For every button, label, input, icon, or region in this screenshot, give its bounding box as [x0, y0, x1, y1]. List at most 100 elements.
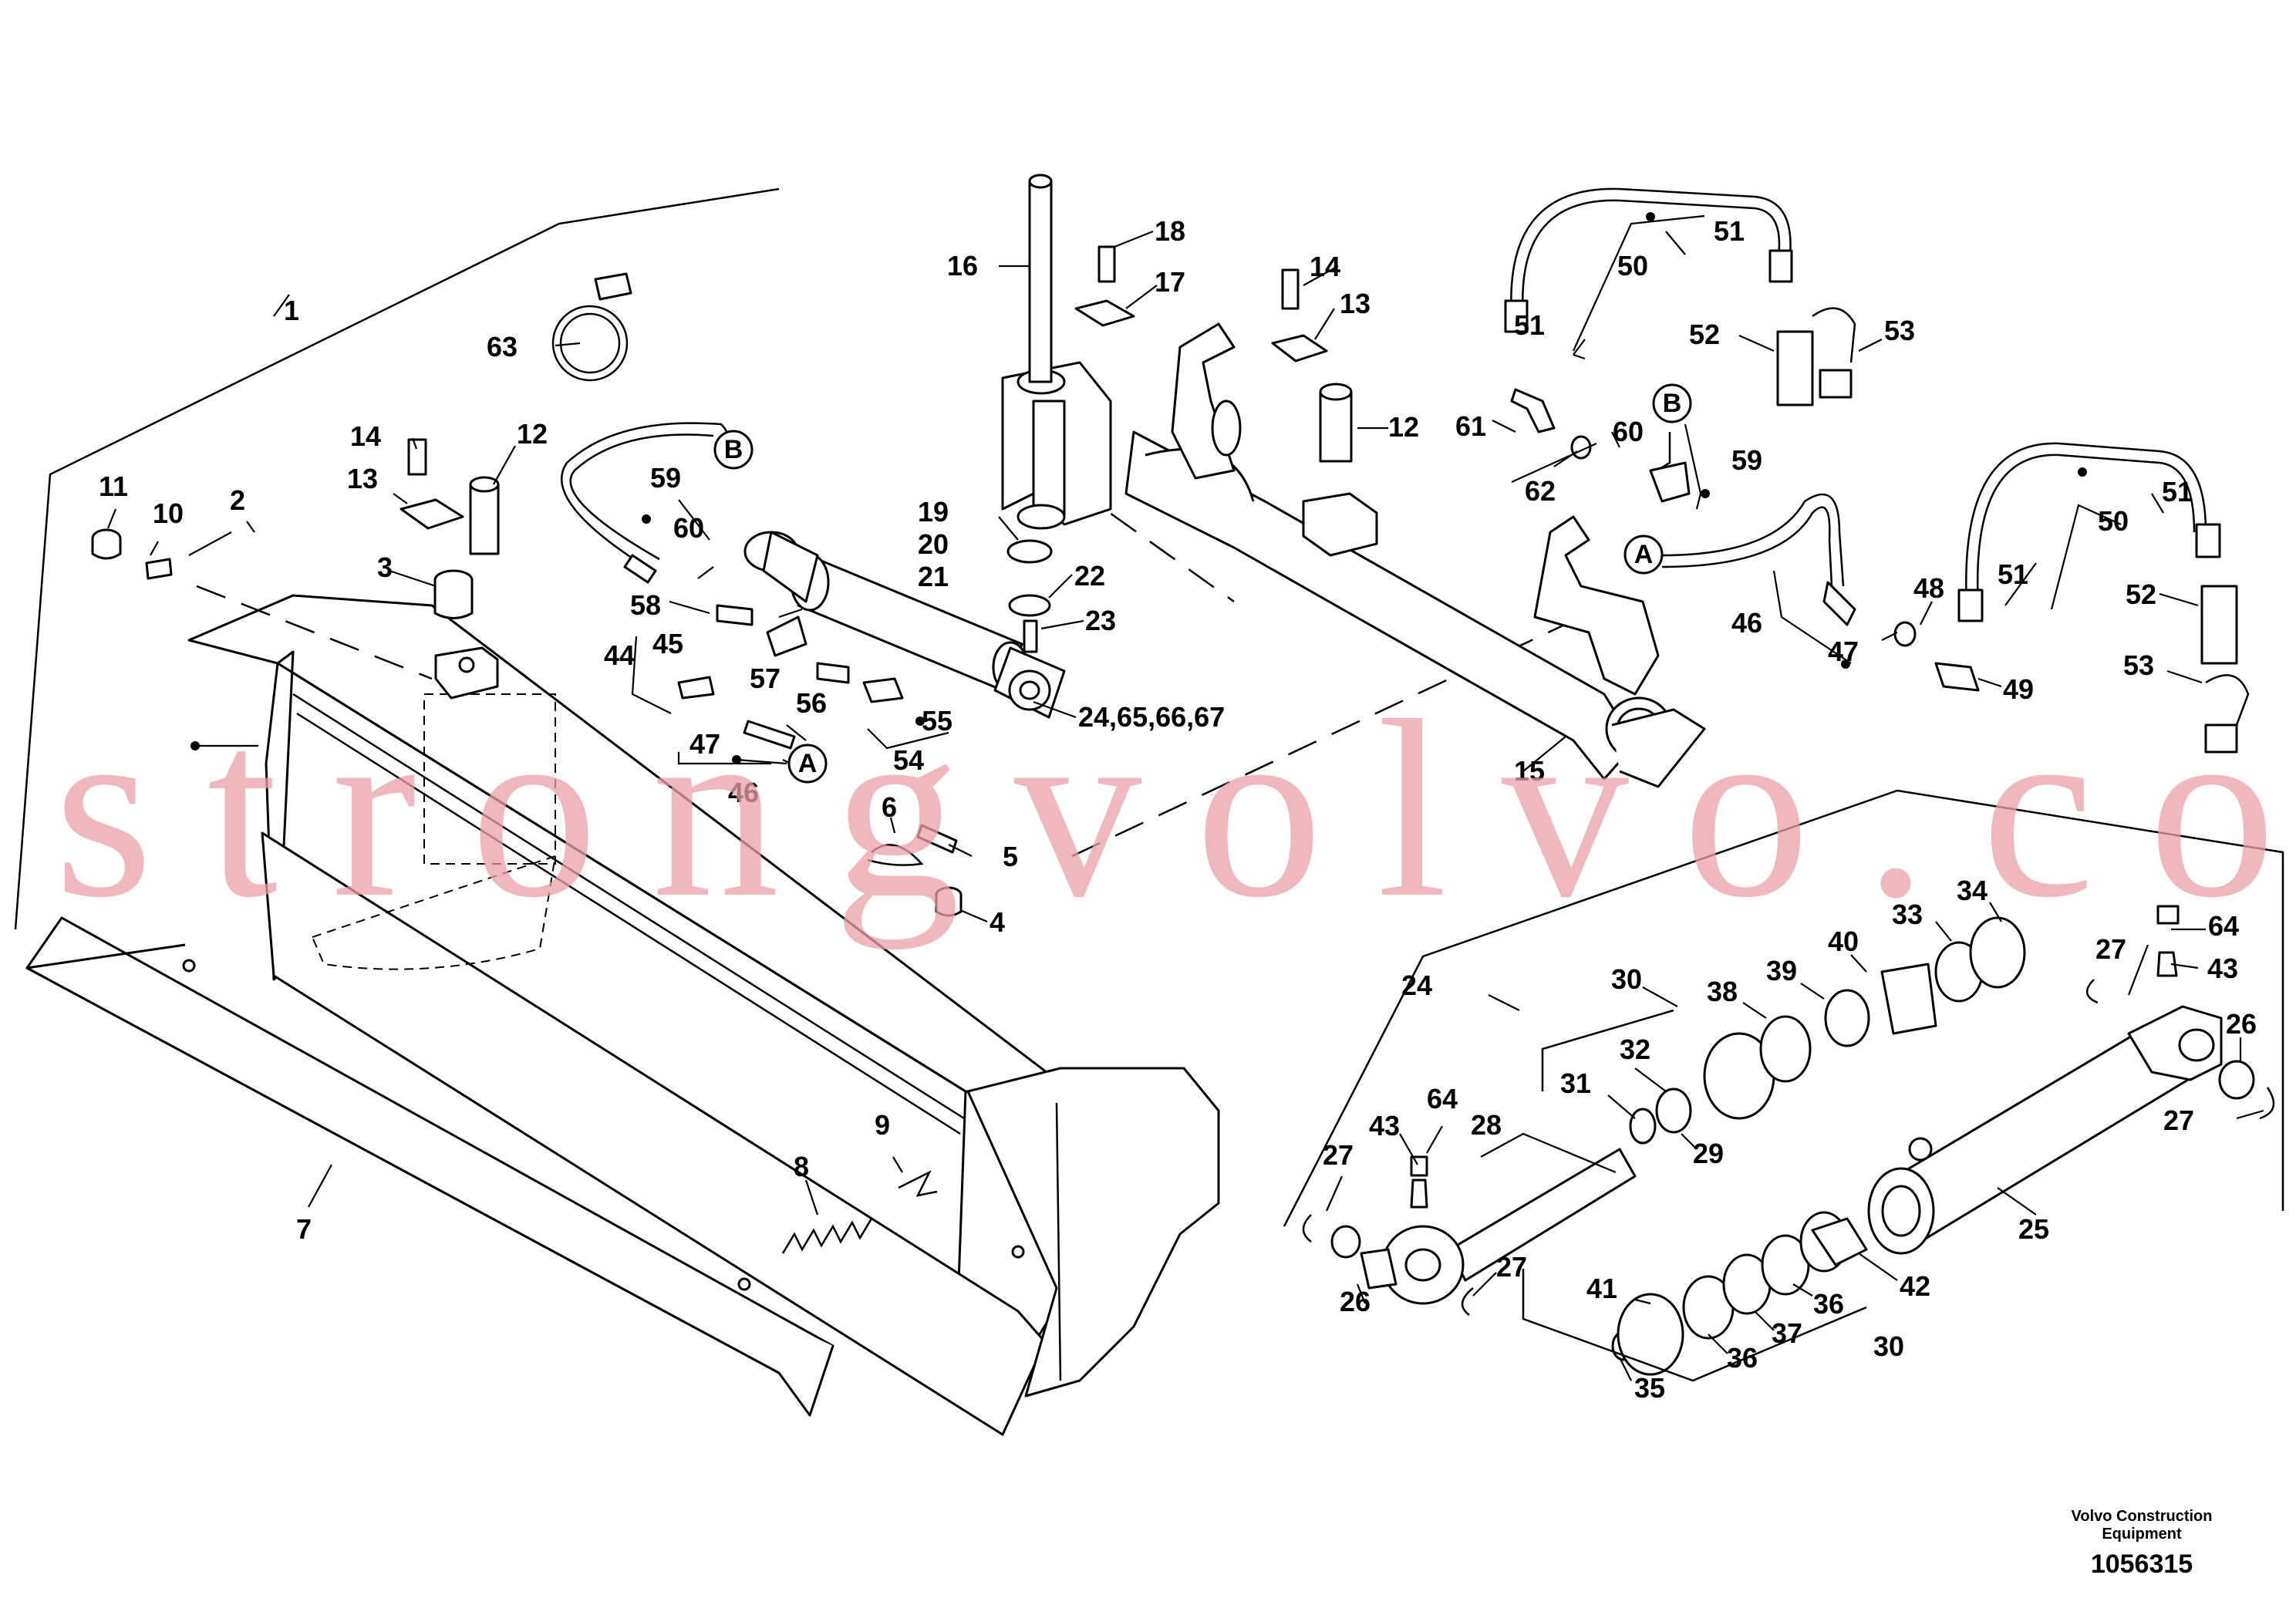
callout-42: 42	[1900, 1270, 1930, 1302]
callout-32: 32	[1620, 1034, 1650, 1065]
callout-17: 17	[1155, 266, 1185, 298]
bucket-assembly	[14, 187, 1220, 1436]
callout-33: 33	[1892, 899, 1923, 930]
callout-12-left: 12	[517, 418, 548, 450]
callout-27-c: 27	[2095, 933, 2126, 965]
bucket-hardware	[91, 438, 963, 1254]
callout-30-top: 30	[1611, 963, 1642, 995]
callout-34: 34	[1957, 875, 1988, 906]
callout-20: 20	[918, 528, 949, 560]
callout-63: 63	[487, 331, 518, 363]
callout-14-left: 14	[350, 420, 381, 452]
callout-24-65-66-67: 24,65,66,67	[1078, 701, 1225, 733]
callout-26-left: 26	[1340, 1286, 1371, 1317]
callout-64-left: 64	[1427, 1083, 1458, 1114]
watermark: strongvolvo.com	[54, 669, 2296, 950]
callout-24: 24	[1401, 969, 1432, 1001]
callout-27-b: 27	[1496, 1251, 1527, 1283]
callout-50-lower: 50	[2098, 505, 2129, 537]
callout-36-b: 36	[1813, 1288, 1844, 1320]
callout-43-right: 43	[2207, 953, 2238, 984]
callout-59-left: 59	[650, 462, 681, 494]
callout-52-lower: 52	[2126, 578, 2156, 610]
svg-text:A: A	[1634, 540, 1654, 569]
callout-11: 11	[99, 470, 128, 502]
callout-10: 10	[153, 497, 184, 529]
callout-29: 29	[1693, 1138, 1724, 1169]
callout-36-a: 36	[1727, 1342, 1758, 1374]
svg-text:B: B	[724, 435, 743, 464]
callout-18: 18	[1155, 215, 1185, 247]
callout-60-left: 60	[673, 512, 704, 544]
document-number: 1056315	[2090, 1549, 2193, 1579]
callout-15: 15	[1514, 755, 1545, 787]
connection-markers: A B A B	[642, 212, 2087, 784]
callout-44: 44	[604, 639, 635, 671]
callout-46-right: 46	[1731, 607, 1762, 639]
callout-13-left: 13	[347, 463, 378, 494]
callout-12-right: 12	[1388, 411, 1419, 443]
callout-62: 62	[1525, 475, 1556, 507]
footer-block: Volvo Construction Equipment 1056315	[2049, 1508, 2234, 1580]
callout-47-right: 47	[1828, 636, 1859, 667]
callout-46-left: 46	[728, 777, 759, 808]
callout-51-c: 51	[2162, 476, 2193, 508]
callout-14-right: 14	[1310, 251, 1340, 282]
callout-53-top: 53	[1884, 315, 1915, 346]
callout-60-right: 60	[1613, 416, 1644, 447]
svg-text:B: B	[1663, 389, 1682, 418]
callout-61: 61	[1455, 410, 1486, 442]
callout-30-bottom: 30	[1873, 1330, 1904, 1362]
connection-mark-b-right: B	[1652, 383, 1692, 423]
callout-35: 35	[1634, 1372, 1665, 1404]
callout-39: 39	[1766, 955, 1797, 986]
callout-16: 16	[947, 250, 978, 282]
callout-13-right: 13	[1340, 288, 1371, 319]
callout-57: 57	[750, 663, 781, 694]
maker-name-line2: Equipment	[2102, 1526, 2182, 1543]
callout-23: 23	[1085, 605, 1116, 636]
callout-5: 5	[1003, 841, 1018, 872]
callout-27-a: 27	[1323, 1139, 1354, 1171]
callout-59-right: 59	[1731, 444, 1762, 476]
callout-31: 31	[1560, 1067, 1591, 1099]
callout-21: 21	[918, 561, 949, 592]
cylinder-exploded	[1283, 789, 2284, 1382]
connection-mark-a-right: A	[1623, 534, 1664, 575]
callout-51-b: 51	[1514, 309, 1545, 341]
callout-19: 19	[918, 496, 949, 528]
callout-43-left: 43	[1369, 1110, 1400, 1141]
hose-group	[1504, 187, 2250, 754]
callout-45: 45	[652, 628, 683, 659]
callout-51-d: 51	[1998, 558, 2028, 590]
callout-40: 40	[1828, 926, 1859, 957]
svg-text:A: A	[798, 749, 818, 778]
connection-mark-b-left: B	[713, 430, 754, 470]
callout-48: 48	[1913, 572, 1944, 604]
callout-2: 2	[230, 484, 245, 516]
callout-47-left: 47	[689, 728, 720, 760]
callout-51-a: 51	[1714, 215, 1745, 247]
callout-52-top: 52	[1689, 319, 1720, 350]
callout-55: 55	[922, 705, 952, 737]
callout-1: 1	[284, 295, 299, 326]
callout-41: 41	[1586, 1273, 1617, 1304]
callout-64-right: 64	[2208, 910, 2239, 942]
coupler-assembly	[551, 174, 1706, 788]
callout-27-d: 27	[2163, 1104, 2194, 1136]
callout-53-lower: 53	[2123, 649, 2154, 681]
callout-50-top: 50	[1617, 250, 1648, 282]
callout-54: 54	[893, 744, 924, 776]
alignment-lines	[196, 484, 1582, 858]
leader-lines	[106, 214, 2264, 1381]
callout-22: 22	[1074, 560, 1105, 592]
connection-mark-a-left: A	[732, 744, 828, 784]
callout-56: 56	[796, 687, 827, 719]
callout-58: 58	[630, 589, 661, 621]
callout-7: 7	[296, 1213, 312, 1245]
callout-6: 6	[882, 791, 897, 823]
callout-25: 25	[2018, 1213, 2049, 1245]
callout-49: 49	[2003, 673, 2034, 705]
callout-8: 8	[794, 1151, 809, 1182]
